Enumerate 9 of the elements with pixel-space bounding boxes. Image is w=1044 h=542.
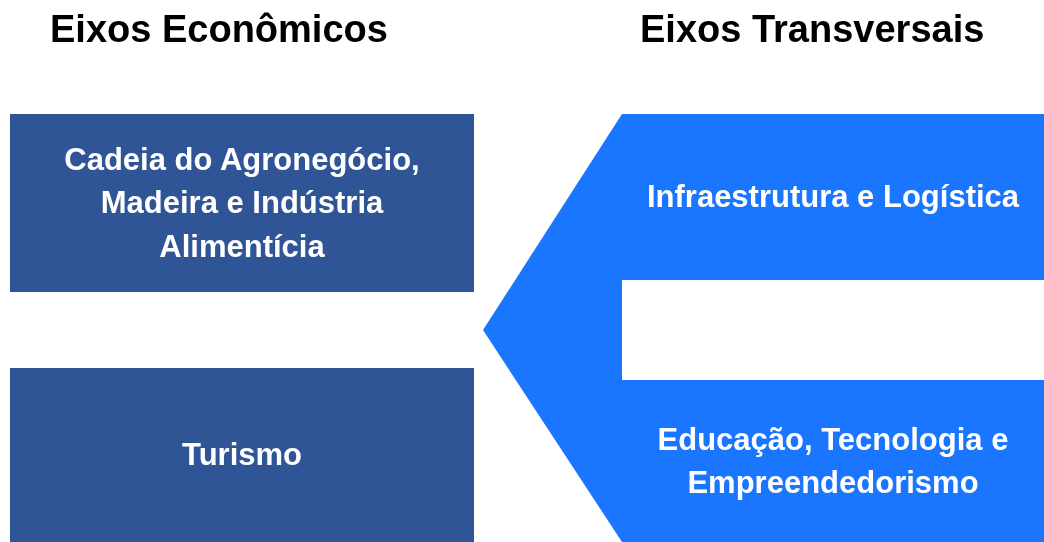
category-box xyxy=(10,114,474,292)
box-text: Turismo xyxy=(182,436,302,475)
column-heading: Eixos Econômicos xyxy=(50,8,388,51)
chevron-shape xyxy=(483,114,1044,542)
column-heading: Eixos Transversais xyxy=(640,8,985,51)
shape-text: Infraestrutura e Logística xyxy=(645,178,1021,217)
shape-text: Educação, Tecnologia e Empreendedorismo xyxy=(656,420,1010,502)
box-text: Cadeia do Agronegócio, Madeira e Indústria Alimentícia xyxy=(63,140,421,266)
category-box xyxy=(10,368,474,542)
